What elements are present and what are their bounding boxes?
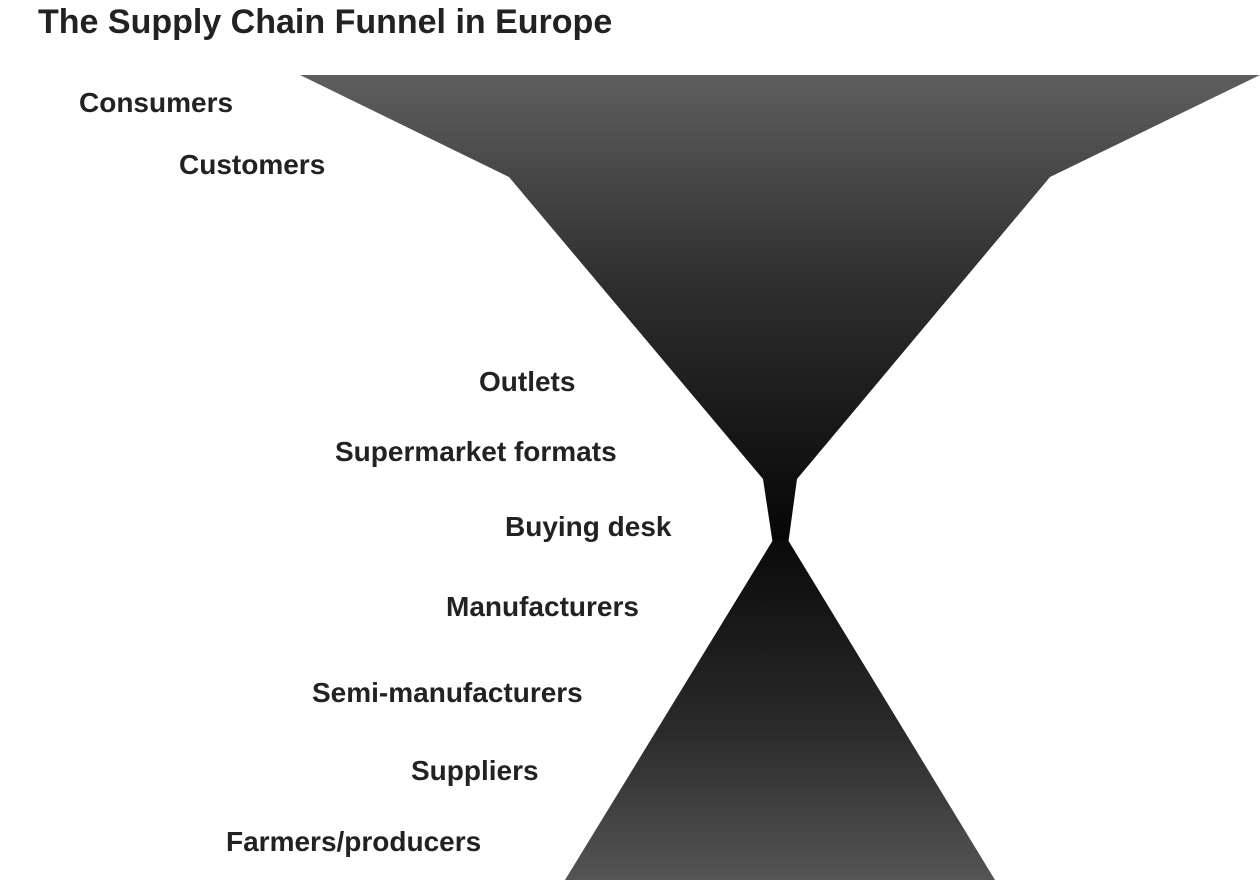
funnel-bottom-section: [565, 540, 995, 880]
stage-label-supermarket-formats: Supermarket formats: [335, 436, 617, 467]
stage-label-suppliers: Suppliers: [411, 755, 539, 786]
stage-label-semi-manufacturers: Semi-manufacturers: [312, 677, 583, 708]
stage-label-manufacturers: Manufacturers: [446, 591, 639, 622]
stage-label-outlets: Outlets: [479, 366, 576, 397]
funnel-top-section: [300, 75, 1260, 545]
stage-label-buying-desk: Buying desk: [505, 511, 672, 542]
stage-label-farmers-producers: Farmers/producers: [226, 826, 482, 857]
stage-label-customers: Customers: [179, 149, 326, 180]
stage-label-consumers: Consumers: [79, 87, 234, 118]
page-title: The Supply Chain Funnel in Europe: [38, 3, 613, 41]
